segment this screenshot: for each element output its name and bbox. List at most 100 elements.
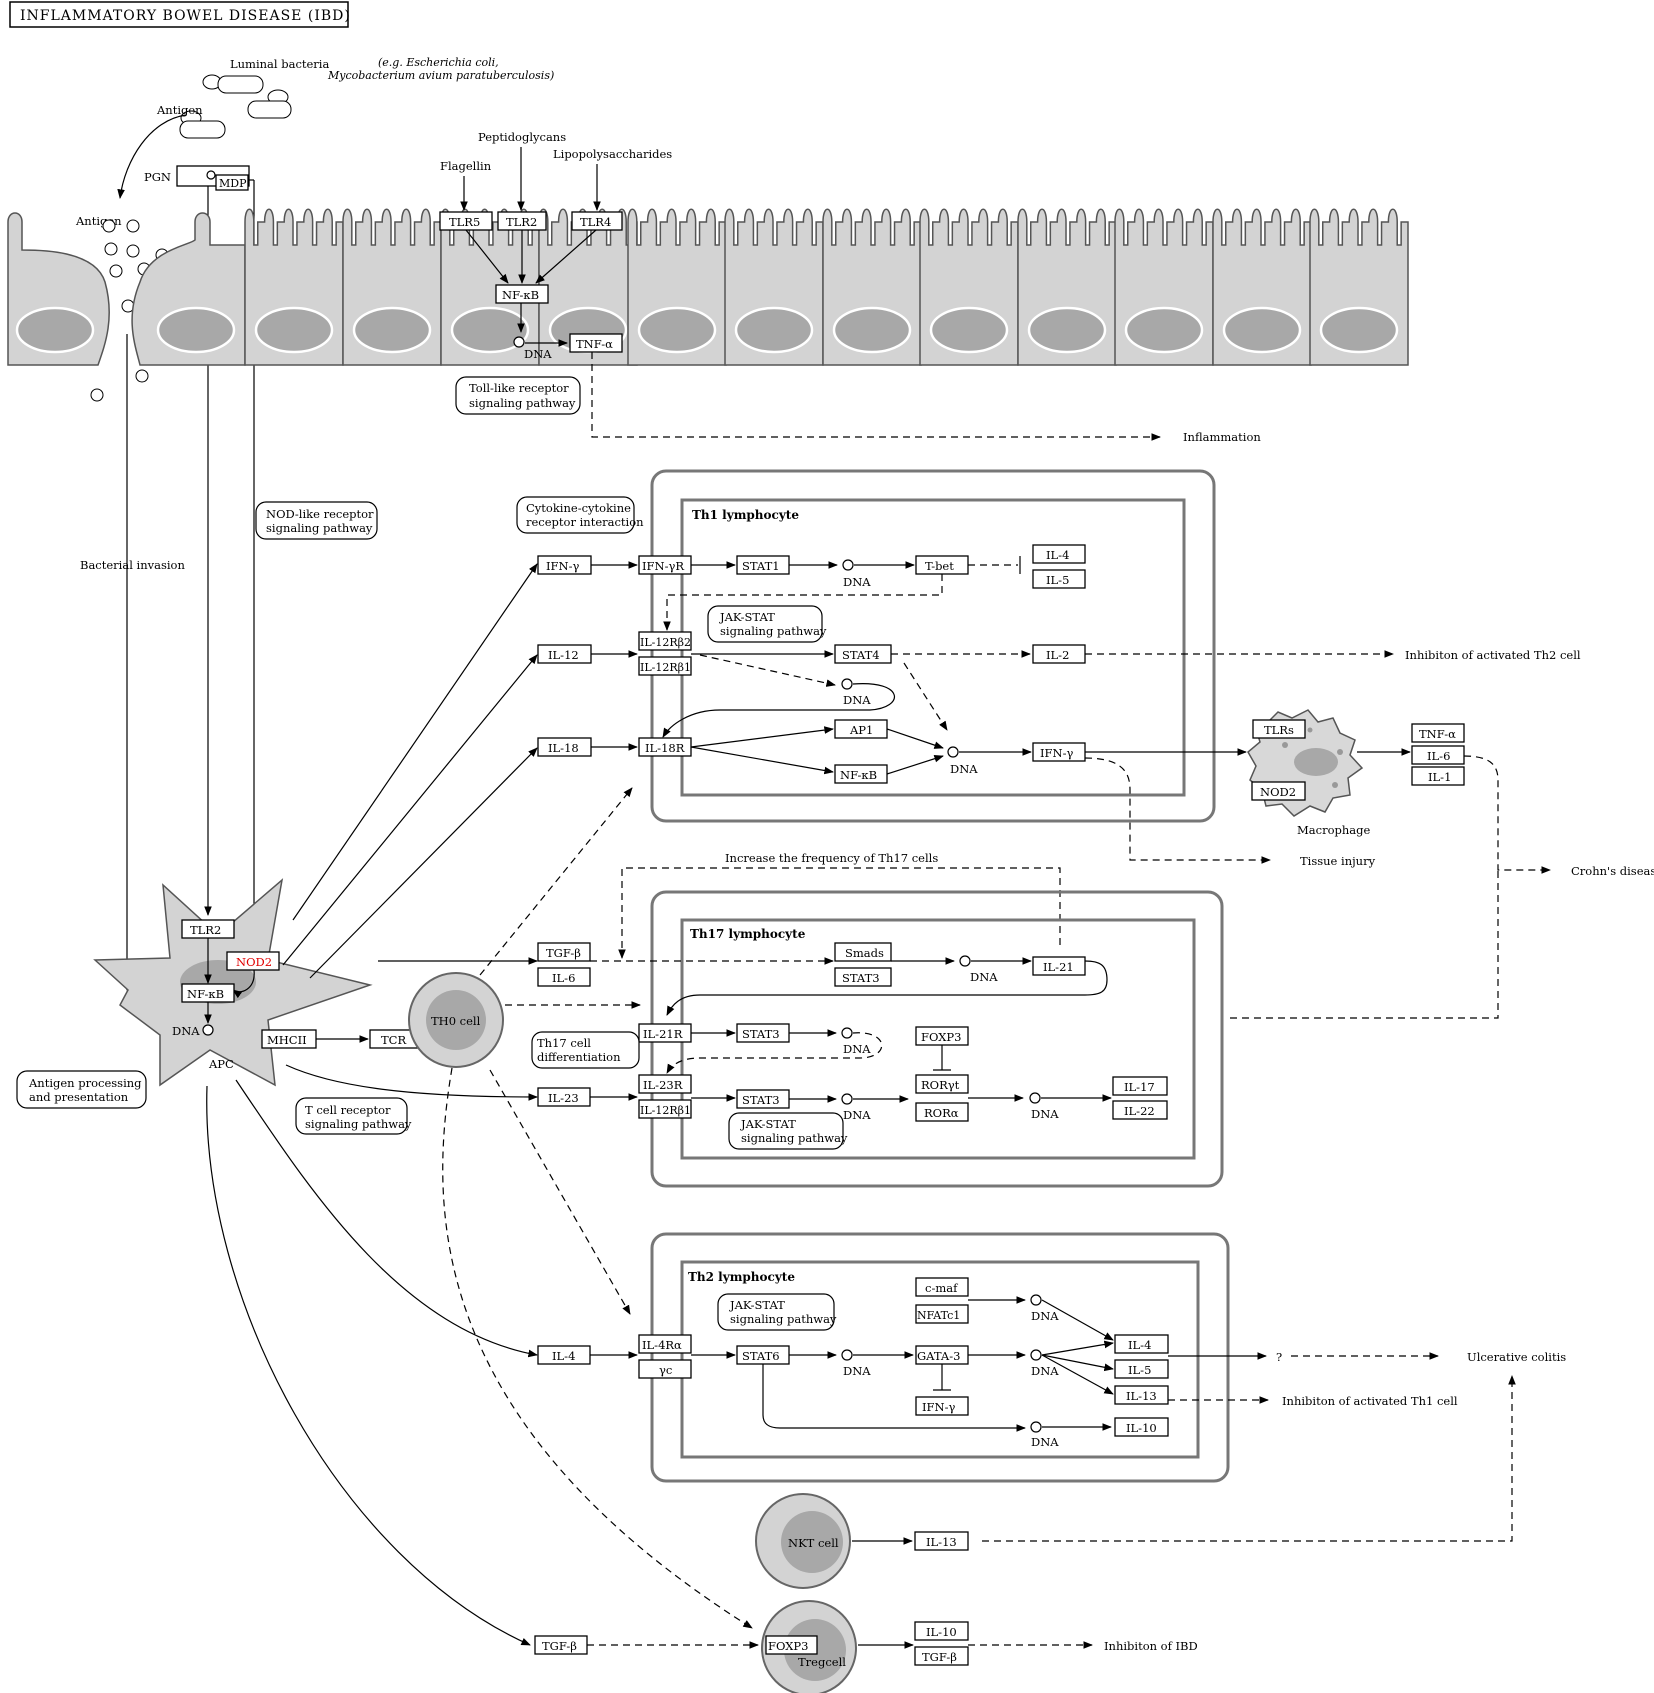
gene-tlr5-label: TLR5 <box>449 215 480 229</box>
title-box <box>9 1 349 28</box>
gene-il12rb1-b-label: IL-12Rβ1 <box>640 1104 691 1117</box>
gene-mac-tnfa[interactable] <box>1411 723 1465 743</box>
gene-nkt-il13[interactable] <box>914 1531 969 1551</box>
dna2-to-il23r-arrow <box>666 1032 883 1074</box>
gene-mac-il1[interactable] <box>1411 766 1465 786</box>
th2-frame-outer <box>650 1232 1230 1483</box>
bacteria-example-2: Mycobacterium avium paratuberculosis) <box>327 69 554 82</box>
th17-diff-label-1: Th17 cell <box>537 1036 591 1050</box>
gene-yc-label: γc <box>659 1363 672 1377</box>
gene-rorgt[interactable] <box>915 1074 969 1094</box>
gene-il22[interactable] <box>1112 1100 1168 1120</box>
mdp-dot <box>206 170 216 180</box>
gene-treg-tgfb[interactable] <box>914 1646 969 1666</box>
gene-tnfa-label: TNF-α <box>576 337 613 351</box>
gene-th1-il4[interactable] <box>1032 544 1086 564</box>
gene-nod2[interactable] <box>226 951 280 971</box>
gene-tnfa[interactable] <box>569 333 623 353</box>
gene-th2-il13[interactable] <box>1114 1385 1169 1405</box>
pathway-tcr[interactable] <box>295 1097 408 1135</box>
nfkb-to-dna3-arrow <box>886 754 944 775</box>
gene-th1-il2-label: IL-2 <box>1046 648 1069 662</box>
nkt-cell-label: NKT cell <box>788 1536 839 1550</box>
gene-treg-il10[interactable] <box>914 1621 969 1641</box>
pgn-label: PGN <box>144 170 171 184</box>
gene-th2-il10[interactable] <box>1114 1417 1169 1437</box>
gene-mac-nod2[interactable] <box>1251 781 1306 801</box>
increase-th17-label: Increase the frequency of Th17 cells <box>725 851 938 865</box>
pathway-jakstat-th17[interactable] <box>728 1112 844 1150</box>
pathway-nod-like[interactable] <box>255 501 378 540</box>
apc-to-il18-arrow <box>309 747 538 979</box>
gene-tgfb[interactable] <box>537 942 591 962</box>
th1-dna3-label: DNA <box>950 762 978 776</box>
cytokine-label-1: Cytokine-cytokine <box>526 501 631 515</box>
gene-il17-label: IL-17 <box>1124 1080 1155 1094</box>
gene-il23-label: IL-23 <box>548 1091 579 1105</box>
gene-smads[interactable] <box>834 942 892 962</box>
gene-il4ra[interactable] <box>638 1334 692 1354</box>
gene-th2-ifng[interactable] <box>915 1396 969 1416</box>
gene-th1-il5[interactable] <box>1032 569 1086 589</box>
apc-label: APC <box>208 1057 234 1071</box>
dna1-to-il4-arrow <box>1041 1299 1114 1341</box>
th17-dna1-dot <box>959 955 971 967</box>
gene-mac-tlrs[interactable] <box>1252 719 1306 739</box>
luminal-bacteria <box>179 74 292 139</box>
gene-th1-il5-label: IL-5 <box>1046 573 1069 587</box>
gene-epi-nfkb[interactable] <box>495 284 549 304</box>
pathway-toll-like[interactable] <box>455 376 581 415</box>
tnfa-to-inflammation-arrow <box>591 352 1161 441</box>
gene-th2-il13-label: IL-13 <box>1126 1389 1157 1403</box>
gene-mac-tlrs-label: TLRs <box>1264 723 1294 737</box>
gene-il23r[interactable] <box>638 1074 692 1094</box>
mdp-label: MDP <box>219 177 247 190</box>
pathway-antigen-processing[interactable] <box>16 1070 147 1109</box>
toll-like-label-1: Toll-like receptor <box>469 381 569 395</box>
jakstat-th1-label-2: signaling pathway <box>720 624 827 638</box>
il18r-to-ap1-arrow <box>690 726 834 748</box>
gene-il12rb1-b[interactable] <box>638 1099 692 1119</box>
gene-th2-il4[interactable] <box>1114 1334 1169 1354</box>
gene-tlr4[interactable] <box>571 211 623 231</box>
gene-mac-il6[interactable] <box>1411 745 1465 765</box>
gene-stat3-a[interactable] <box>834 967 892 987</box>
gene-il21[interactable] <box>1032 956 1086 976</box>
gene-il12rb1[interactable] <box>638 656 692 676</box>
dna2-to-il18r-arrow <box>662 683 896 738</box>
gene-mac-il1-label: IL-1 <box>1428 770 1451 784</box>
gene-treg-foxp3[interactable] <box>765 1635 818 1655</box>
pathway-jakstat-th1[interactable] <box>707 605 823 643</box>
th17-dna2-label: DNA <box>843 1042 871 1056</box>
gene-stat3-b-label: STAT3 <box>742 1027 780 1041</box>
gene-il17[interactable] <box>1112 1076 1168 1096</box>
gene-il6[interactable] <box>537 967 591 987</box>
tissue-injury-label: Tissue injury <box>1300 854 1376 868</box>
gene-il22-label: IL-22 <box>1124 1104 1155 1118</box>
gene-il23r-label: IL-23R <box>643 1078 683 1092</box>
gene-nfatc1-label: NFATc1 <box>917 1309 960 1322</box>
macrophage-label: Macrophage <box>1297 823 1370 837</box>
gene-ap1-label: AP1 <box>849 723 873 737</box>
pathway-jakstat-th2[interactable] <box>717 1293 835 1331</box>
gene-tlr4-label: TLR4 <box>580 215 611 229</box>
gene-yc[interactable] <box>638 1359 692 1379</box>
cytokine-label-2: receptor interaction <box>526 515 644 529</box>
gene-rora[interactable] <box>915 1102 969 1122</box>
pathway-th17-differentiation[interactable] <box>531 1031 640 1069</box>
pathway-cytokine[interactable] <box>516 496 635 534</box>
macrophage-nucleus <box>1294 748 1338 776</box>
apc-to-treg-tgfb-arrow <box>206 1085 531 1646</box>
gene-cmaf[interactable] <box>915 1277 969 1297</box>
th17-dna4-dot <box>1029 1092 1041 1104</box>
inflammation-label: Inflammation <box>1183 430 1261 444</box>
peptidoglycans-label: Peptidoglycans <box>478 130 566 144</box>
gene-nfatc1[interactable] <box>915 1304 969 1324</box>
gene-th2-il5[interactable] <box>1114 1359 1169 1379</box>
gene-rora-label: RORα <box>924 1106 959 1120</box>
gene-mac-il6-label: IL-6 <box>1427 749 1450 763</box>
epithelial-nucleus-8 <box>734 306 814 354</box>
gene-apc-nfkb-label: NF-κB <box>187 987 224 1001</box>
gene-il12rb2[interactable] <box>638 631 692 651</box>
nod2-to-nfkb-arrow <box>232 969 255 999</box>
